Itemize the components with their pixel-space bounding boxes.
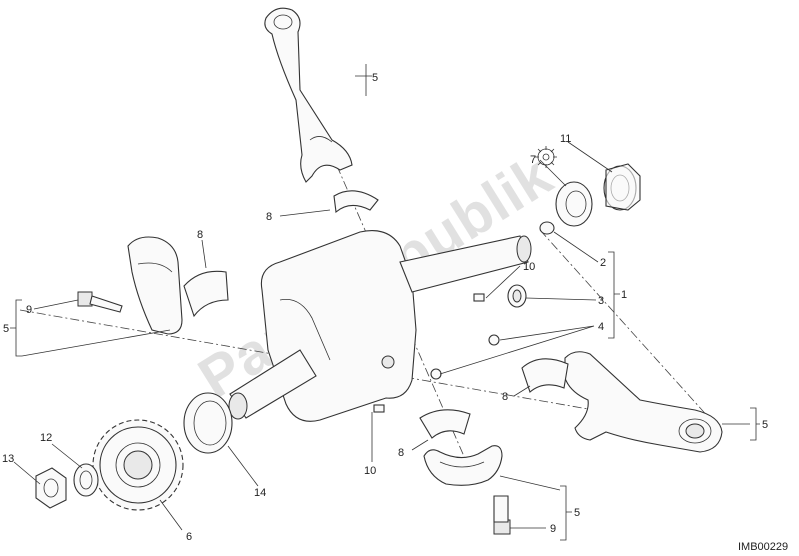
gear [92,419,184,511]
axis-line-right [539,229,721,431]
key-10a [473,293,485,302]
bearing-shell-left [183,270,229,318]
callout-5-bottom: 5 [574,507,580,519]
callout-1: 1 [621,289,627,301]
bearing-shell-top [333,190,379,214]
plug-2 [539,221,555,235]
callout-9-bottom: 9 [550,523,556,535]
callout-11: 11 [560,133,571,145]
callout-9-left: 9 [26,304,32,316]
gear-icon [535,146,557,168]
callout-3: 3 [598,295,604,307]
key-10b [373,404,385,413]
callout-5-left: 5 [3,323,9,335]
nut-11 [603,163,641,211]
nut [35,467,67,509]
callout-4: 4 [598,321,604,333]
spacer [73,463,99,497]
callout-8-left: 8 [197,229,203,241]
washer-7 [555,181,593,227]
connecting-rod-right [564,351,723,453]
plug-4a [488,334,500,346]
callout-8-top: 8 [266,211,272,223]
leader-lines [10,64,760,541]
callout-2: 2 [600,257,606,269]
bolt-bottom [493,495,511,535]
bolt-left [77,291,123,313]
plug-4b [430,368,442,380]
callout-10-bottom: 10 [364,465,376,477]
callout-12: 12 [40,432,52,444]
bearing-shell-right [521,358,569,393]
callout-8-bottom: 8 [398,447,404,459]
thrust-washer [183,392,233,454]
bearing-shell-bottom [419,409,471,439]
callout-14: 14 [254,487,266,499]
callout-7: 7 [530,154,536,166]
callout-13: 13 [2,453,14,465]
rod-cap-left [127,236,183,335]
callout-5-right: 5 [762,419,768,431]
callout-10-top: 10 [523,261,535,273]
callout-5-top: 5 [372,72,378,84]
callout-6: 6 [186,531,192,543]
connecting-rod-top [264,7,353,183]
figure-code: IMB00229 [738,541,788,553]
callout-8-right: 8 [502,391,508,403]
crankshaft [228,230,532,422]
rod-cap-bottom [423,445,503,486]
